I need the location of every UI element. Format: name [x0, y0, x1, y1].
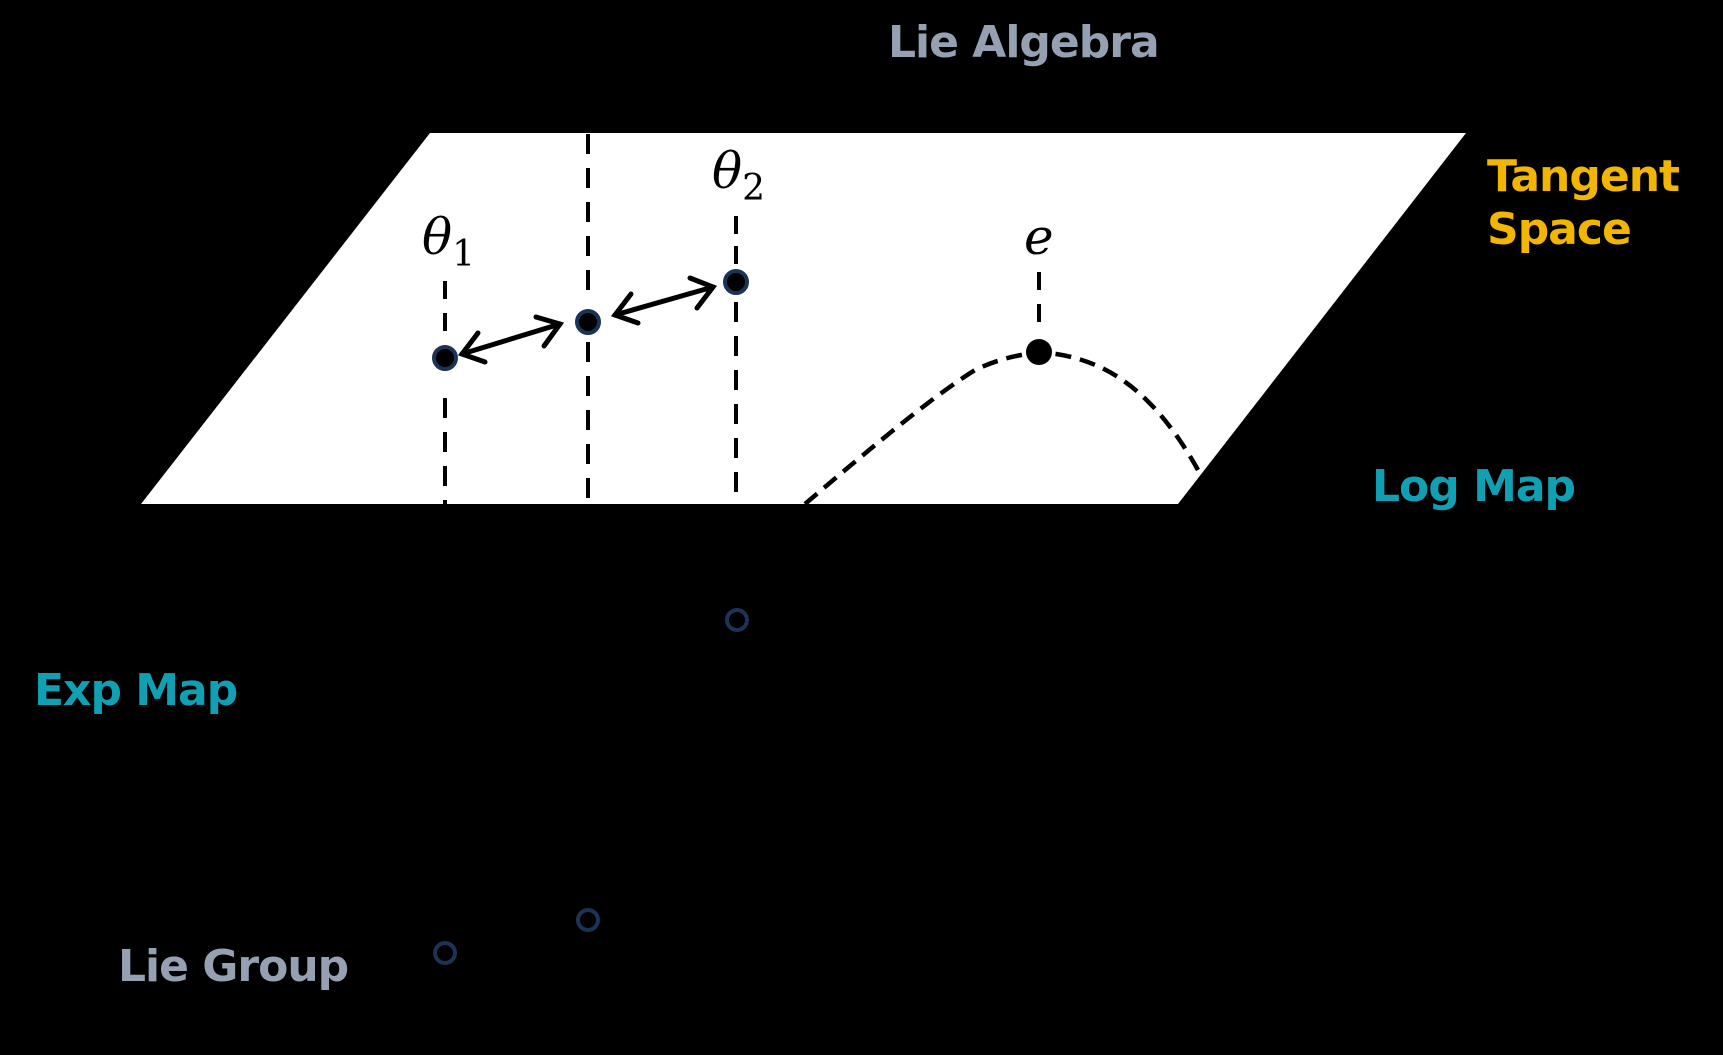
exp-map-label: Exp Map	[34, 665, 238, 716]
theta2-symbol: θ	[712, 142, 743, 200]
double-arrow-theta1-middle	[457, 314, 565, 365]
theta1-symbol: θ	[422, 208, 453, 266]
middle-group-point	[576, 908, 600, 932]
tangent-space-label: Tangent Space	[1487, 151, 1680, 255]
lie-algebra-label: Lie Algebra	[888, 17, 1160, 68]
theta2-point	[723, 269, 749, 295]
theta2-label: θ2	[712, 146, 765, 207]
double-arrow-middle-theta2	[610, 275, 717, 326]
log-map-label: Log Map	[1372, 461, 1576, 512]
identity-label: e	[1024, 208, 1054, 266]
theta2-subscript: 2	[742, 168, 766, 209]
tangent-space-line1: Tangent	[1487, 151, 1680, 202]
tangent-space-line2: Space	[1487, 203, 1632, 255]
theta1-group-point	[433, 941, 457, 965]
theta2-group-point	[725, 608, 749, 632]
theta1-subscript: 1	[452, 234, 476, 275]
lie-group-label: Lie Group	[118, 941, 349, 992]
middle-point	[575, 309, 601, 335]
theta1-label: θ1	[422, 212, 475, 273]
tangent-plane	[141, 133, 1466, 504]
manifold-dashed-curve	[803, 349, 1200, 506]
identity-point	[1026, 339, 1052, 365]
theta1-point	[432, 345, 458, 371]
